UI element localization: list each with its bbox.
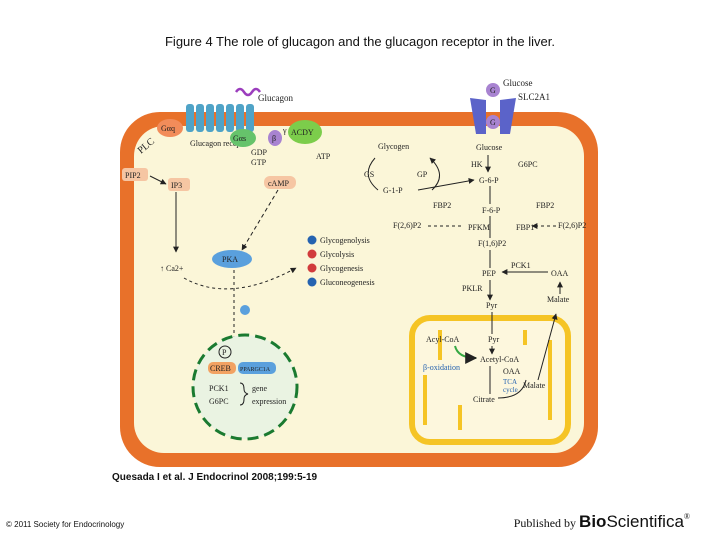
acdy-enzyme (288, 120, 322, 144)
g1p-label: G-1-P (383, 186, 403, 195)
effect-sign-4 (307, 277, 317, 287)
publisher-mark: ® (683, 512, 690, 521)
calcium-label: ↑ Ca2+ (160, 264, 184, 273)
camp-to-pka-arrow (241, 189, 279, 251)
effect-sign-1 (307, 235, 317, 245)
gas-label: Gαs (233, 134, 246, 143)
beta-oxidation-label: β-oxidation (423, 363, 460, 372)
tca-label: TCA (503, 378, 517, 386)
pyr-label: Pyr (486, 301, 497, 310)
effect-label-2: Glycolysis (320, 250, 354, 259)
pck1-gene-label: PCK1 (209, 384, 229, 393)
cycle-label: cycle (503, 386, 518, 394)
p-phosphate-label: P (222, 348, 227, 357)
camp-label: cAMP (268, 179, 289, 188)
g6pc-gene-label: G6PC (209, 397, 229, 406)
beta-label: β (272, 134, 276, 143)
g-in-letter: G (490, 118, 496, 127)
creb-label: CREB (210, 364, 231, 373)
effect-label-3: Glycogenesis (320, 264, 363, 273)
acyl-coa-label: Acyl-CoA (426, 335, 460, 344)
publisher-logo: Published by BioScientifica® (514, 512, 690, 532)
glucagon-receptor-label: Glucagon receptor (190, 139, 250, 148)
gs-label: GS (364, 170, 374, 179)
pyr-mito-label: Pyr (488, 335, 499, 344)
ppargc1a-label: PPARGC1A (240, 367, 271, 373)
f26p2-right-label: F(2,6)P2 (558, 221, 586, 230)
glucagon-label: Glucagon (258, 93, 293, 103)
effects-list: Glycogenolysis Glycolysis Glycogenesis G… (307, 235, 375, 287)
gdp-label: GDP (251, 148, 268, 157)
pip2-box (122, 168, 148, 181)
g-out-letter: G (490, 86, 496, 95)
pfkm-label: PFKM (468, 223, 490, 232)
tca-cycle-arrows (489, 314, 556, 399)
ip3-box (168, 178, 190, 191)
beta-subunit (268, 130, 282, 146)
beta-oxidation-arrow (454, 345, 478, 364)
oaa-label: OAA (551, 269, 569, 278)
oaa-mito-label: OAA (503, 367, 521, 376)
citation: Quesada I et al. J Endocrinol 2008;199:5… (112, 472, 318, 483)
gene-brace (239, 382, 249, 406)
gtp-label: GTP (251, 158, 267, 167)
pklr-label: PKLR (462, 284, 483, 293)
expression-label: expression (252, 397, 286, 406)
fbp2-right-label: FBP2 (536, 201, 554, 210)
f16p2-label: F(1,6)P2 (478, 239, 506, 248)
malate-mito-label: Malate (523, 381, 546, 390)
gq-label: Gαq (161, 124, 175, 133)
fbp1-label: FBP1 (516, 223, 534, 232)
ip3-label: IP3 (171, 181, 182, 190)
publisher-bio: Bio (579, 512, 607, 531)
plc-to-ip3-arrow (149, 175, 167, 185)
citrate-label: Citrate (473, 395, 495, 404)
pka-creb-plus (240, 305, 250, 315)
acdy-label: ACDY (291, 128, 314, 137)
glucagon-ligand (234, 87, 262, 97)
g6pc-label: G6PC (518, 160, 538, 169)
fbp2-left-label: FBP2 (433, 201, 451, 210)
effect-label-4: Gluconeogenesis (320, 278, 375, 287)
glucagon-receptor (186, 104, 254, 132)
gas-protein (230, 129, 256, 147)
camp-box (264, 176, 296, 189)
figure-title: Figure 4 The role of glucagon and the gl… (164, 34, 555, 49)
pck1-label: PCK1 (511, 261, 531, 270)
slc2a1-transporter (470, 83, 516, 134)
pep-label: PEP (482, 269, 496, 278)
acetyl-coa-label: Acetyl-CoA (480, 355, 519, 364)
gamma-label: γ (282, 126, 287, 135)
publisher-scientifica: Scientifica (606, 512, 684, 531)
nucleus (191, 333, 299, 441)
glucose-out-label: Glucose (503, 78, 533, 88)
glycogen-label: Glycogen (378, 142, 409, 151)
p-phosphate (218, 345, 232, 359)
gp-label: GP (417, 170, 428, 179)
effect-sign-3 (307, 263, 317, 273)
hk-label: HK (471, 160, 483, 169)
slc2a1-label: SLC2A1 (518, 92, 550, 102)
creb-box (208, 362, 236, 374)
atp-label: ATP (316, 152, 331, 161)
pip2-label: PIP2 (125, 171, 141, 180)
effect-label-1: Glycogenolysis (320, 236, 370, 245)
gq-protein (157, 119, 183, 137)
effect-sign-2 (307, 249, 317, 259)
mitochondrion-cristae (423, 330, 552, 430)
g1p-to-g6p-arrow (417, 177, 475, 191)
pka-label: PKA (222, 255, 238, 264)
copyright: © 2011 Society for Endocrinology (6, 520, 125, 529)
glucose-in-label: Glucose (476, 143, 503, 152)
f6p-label: F-6-P (482, 206, 501, 215)
pka-enzyme (212, 250, 252, 268)
gene-label: gene (252, 384, 268, 393)
publisher-prefix: Published by (513, 516, 580, 530)
g6p-label: G-6-P (479, 176, 499, 185)
f26p2-left-label: F(2,6)P2 (393, 221, 421, 230)
ppargc1a-box (238, 362, 276, 374)
malate-label: Malate (547, 295, 570, 304)
